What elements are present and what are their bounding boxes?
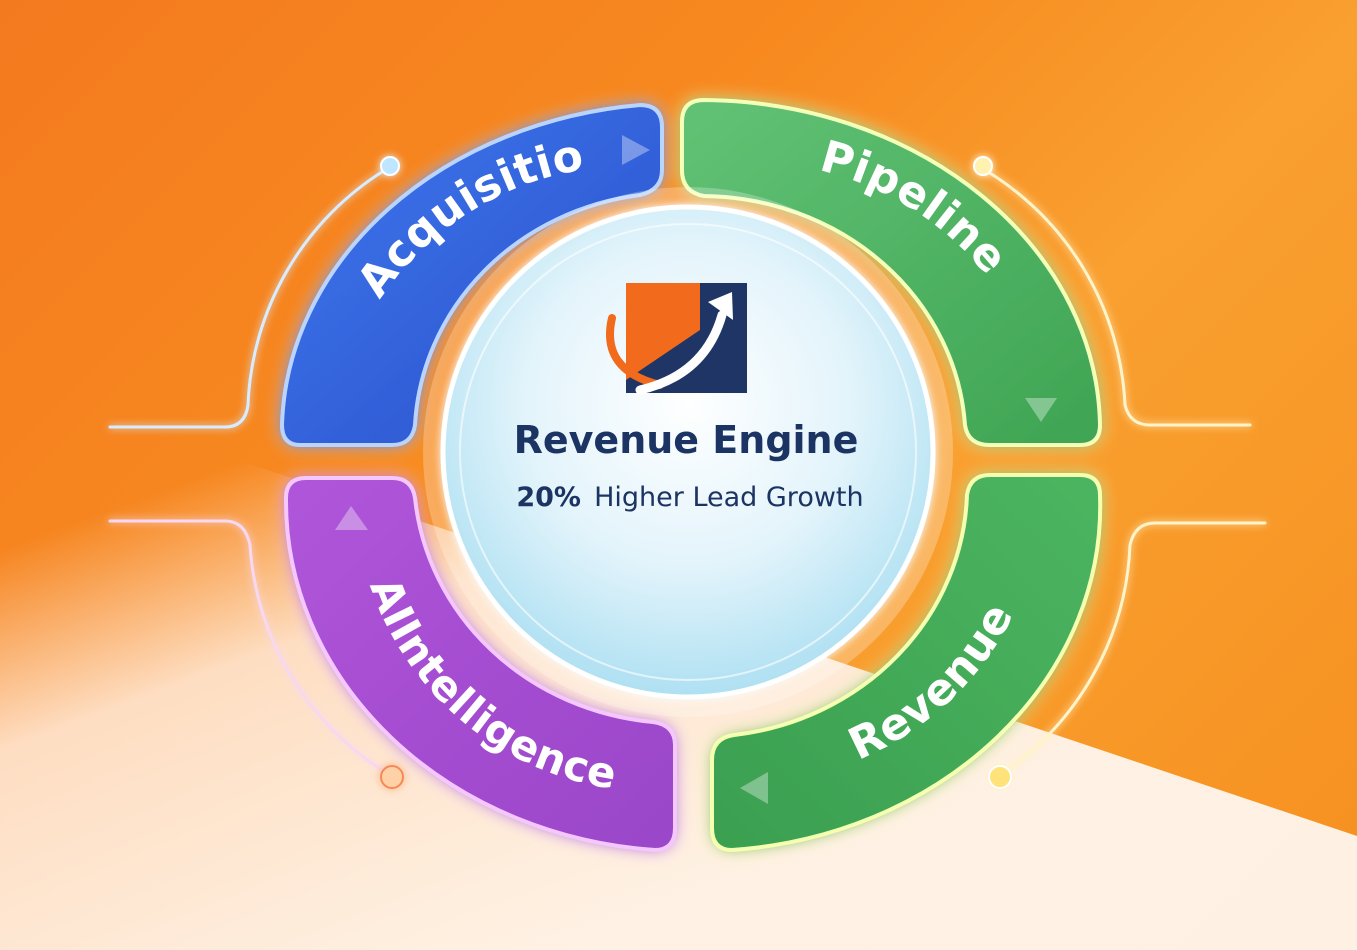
segment-pipeline [680, 97, 1103, 447]
node-dot-revenue [988, 765, 1012, 789]
segment-acquisition [279, 102, 664, 447]
hub-subtitle: 20% Higher Lead Growth [516, 482, 863, 513]
center-hub [423, 187, 953, 717]
hub-stat-text: Higher Lead Growth [594, 482, 864, 513]
arrow-right-icon [622, 135, 650, 165]
node-dot-acquisition [380, 156, 400, 176]
hub-title: Revenue Engine [514, 418, 859, 462]
hub-stat-value: 20% [516, 482, 581, 513]
node-dot-pipeline [973, 156, 993, 176]
connector-lines [108, 168, 1267, 777]
segment-ai-intelligence [283, 476, 677, 853]
segment-revenue [710, 473, 1103, 853]
logo-icon [606, 283, 747, 395]
arrow-left-icon [740, 772, 768, 804]
arrow-up-icon [335, 506, 368, 530]
arrow-down-icon [1025, 398, 1057, 422]
node-dot-ai [380, 765, 404, 789]
